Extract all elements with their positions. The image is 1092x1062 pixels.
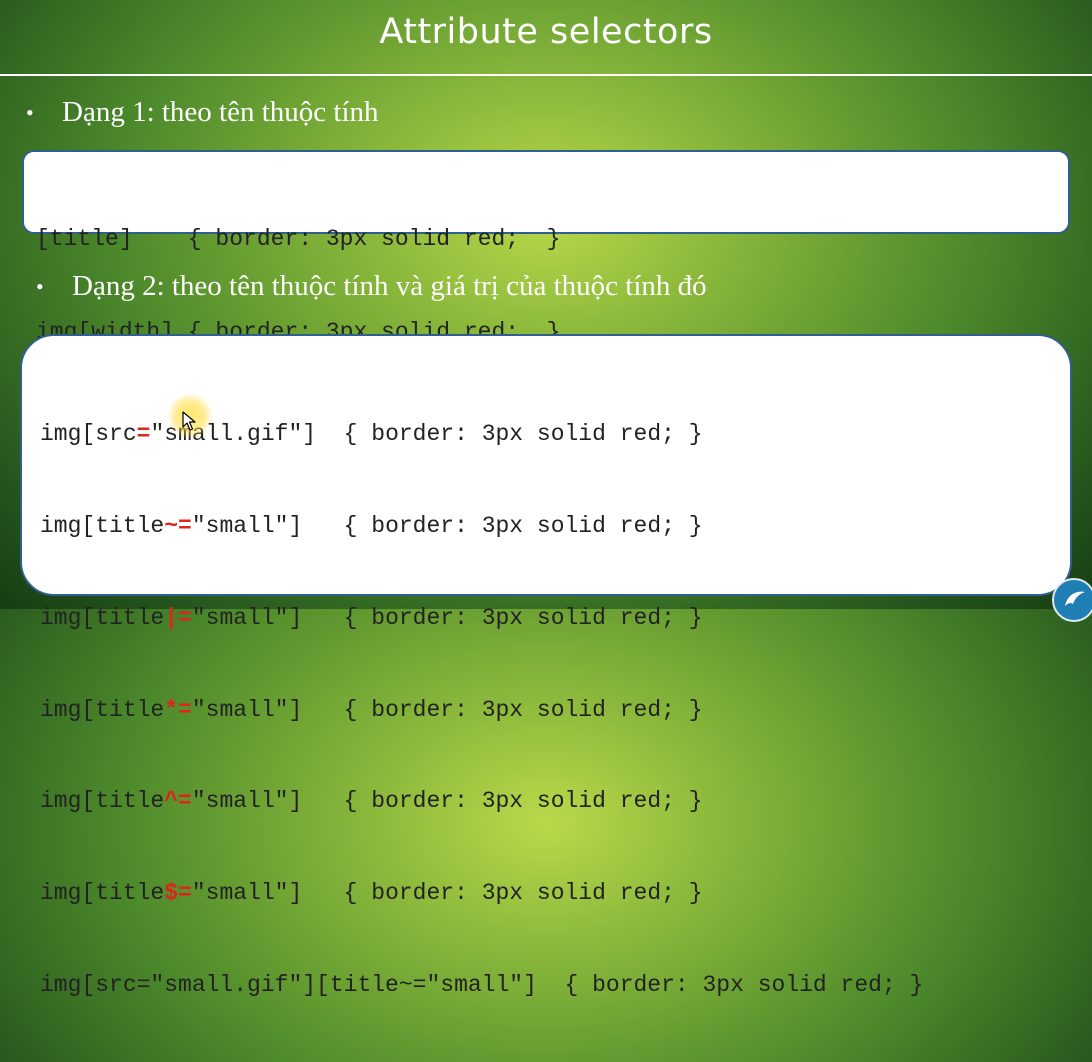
code-box-dang-1: [title] { border: 3px solid red; } img[w… — [22, 150, 1070, 345]
bullet-text: Dạng 1: theo tên thuộc tính — [62, 96, 379, 128]
code-rule: "small"] { border: 3px solid red; } — [191, 788, 703, 815]
code-rule: "small.gif"] { border: 3px solid red; } — [150, 421, 703, 448]
title-divider — [0, 74, 1092, 76]
code-selector: img[title — [40, 512, 165, 539]
code-line: img[src="small.gif"][title~="small"] { b… — [40, 970, 1070, 1001]
slide-title: Attribute selectors — [379, 12, 713, 52]
code-line: img[title*="small"] { border: 3px solid … — [40, 695, 1070, 726]
bullet-text: Dạng 2: theo tên thuộc tính và giá trị c… — [72, 270, 707, 302]
code-rule: "small"] { border: 3px solid red; } — [191, 696, 703, 723]
code-operator: ~= — [164, 512, 192, 539]
presenter-logo-icon — [1052, 578, 1092, 622]
mouse-pointer-icon — [182, 411, 196, 431]
code-line: img[title^="small"] { border: 3px solid … — [40, 786, 1070, 817]
code-selector: img[title — [40, 880, 165, 907]
code-selector: img[title — [40, 696, 165, 723]
code-operator: ^= — [164, 788, 192, 815]
bullet-dot: • — [36, 273, 44, 299]
code-operator: $= — [164, 880, 192, 907]
bullet-dot: • — [26, 99, 34, 125]
bullet-dang-1: • Dạng 1: theo tên thuộc tính — [26, 96, 379, 129]
code-operator: *= — [164, 696, 192, 723]
code-line: img[title|="small"] { border: 3px solid … — [40, 603, 1070, 634]
bullet-dang-2: • Dạng 2: theo tên thuộc tính và giá trị… — [36, 270, 707, 303]
code-operator: = — [136, 421, 151, 448]
code-selector: img[src — [40, 421, 137, 448]
code-rule: "small"] { border: 3px solid red; } — [191, 880, 703, 907]
slide: Attribute selectors • Dạng 1: theo tên t… — [0, 12, 1092, 998]
code-selector: img[title — [40, 788, 165, 815]
code-line: img[title~="small"] { border: 3px solid … — [40, 511, 1070, 542]
code-line: img[title$="small"] { border: 3px solid … — [40, 878, 1070, 909]
code-line: [title] { border: 3px solid red; } — [36, 226, 561, 252]
code-selector: img[src="small.gif"][title~="small"] { b… — [40, 971, 924, 998]
code-rule: "small"] { border: 3px solid red; } — [191, 512, 703, 539]
code-box-dang-2: img[src="small.gif"] { border: 3px solid… — [20, 334, 1072, 998]
